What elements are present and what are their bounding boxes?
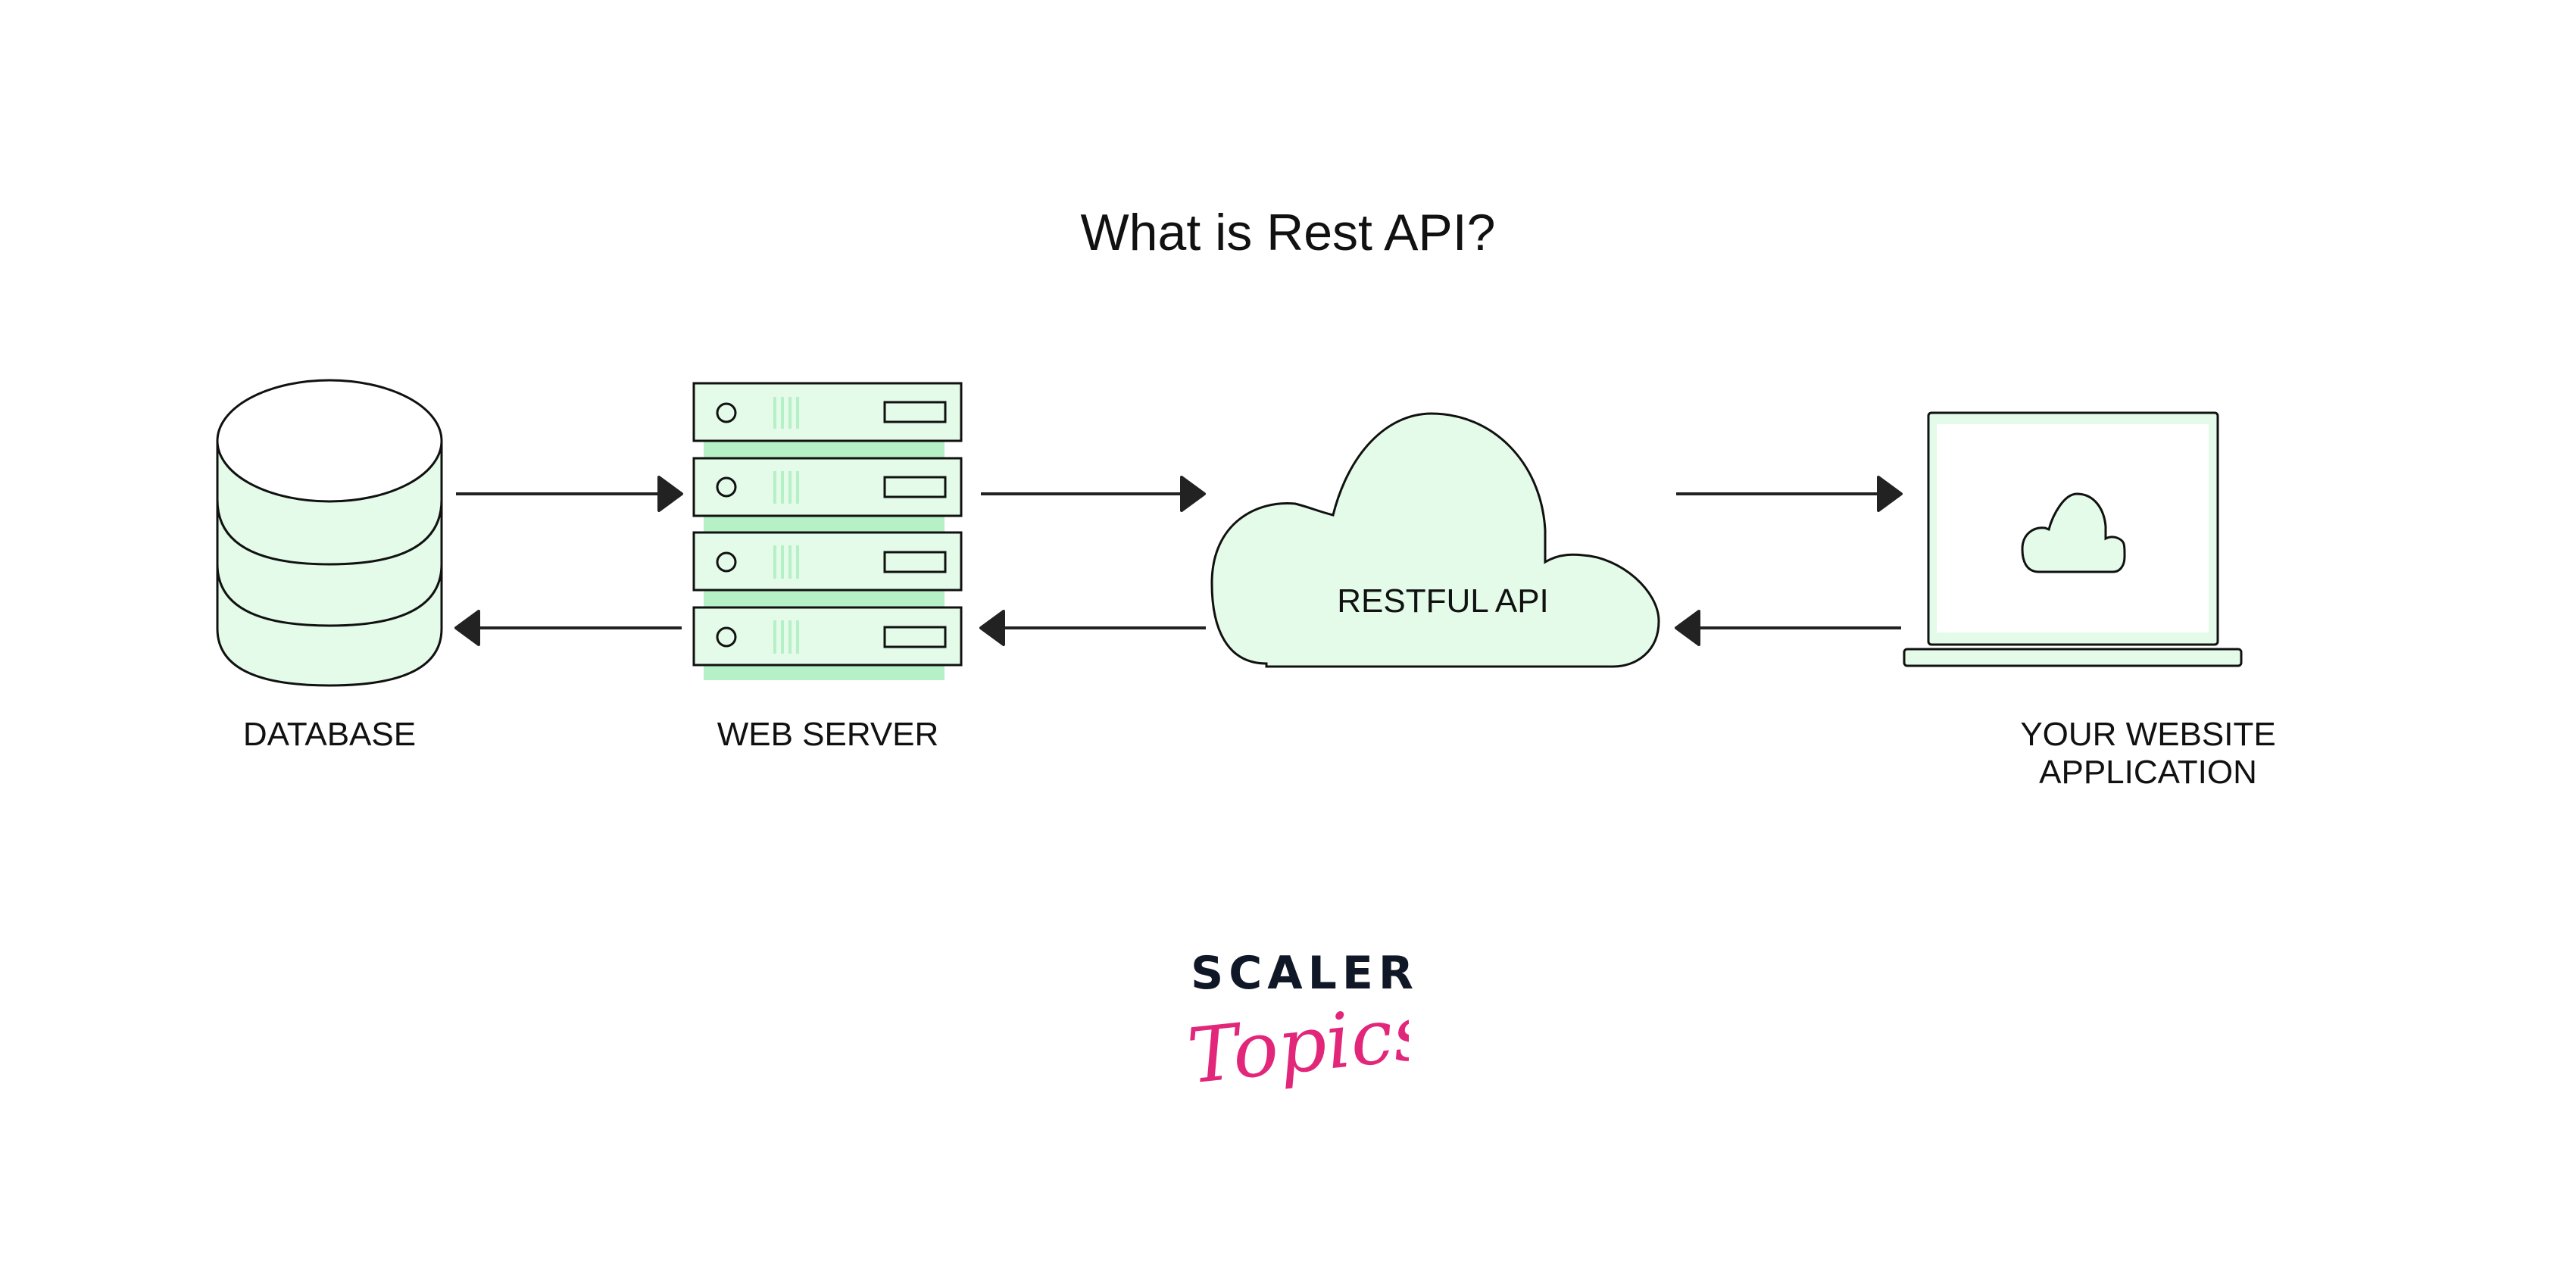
database-label: DATABASE: [242, 716, 417, 753]
logo-scaler-text: SCALER: [1191, 947, 1419, 1000]
database-icon: [216, 379, 443, 687]
server-unit: [692, 531, 963, 592]
cloud-icon: RESTFUL API: [1210, 412, 1660, 668]
server-unit: [692, 382, 963, 442]
logo-topics-script: Topics: [1184, 987, 1409, 1101]
server-unit: [692, 457, 963, 517]
website-label: YOUR WEBSITE APPLICATION: [1959, 716, 2337, 792]
server-unit: [692, 606, 963, 667]
web-server-label: WEB SERVER: [717, 716, 939, 753]
arrow-website-to-api: [1675, 610, 1901, 646]
page-title: What is Rest API?: [1080, 204, 1496, 261]
arrow-server-to-database: [454, 610, 682, 646]
small-cloud-icon: [2021, 492, 2126, 573]
arrow-api-to-server: [979, 610, 1206, 646]
website-label-line2: APPLICATION: [2039, 754, 2257, 791]
logo-topics-text: Topics: [1184, 987, 1409, 1101]
arrow-server-to-api: [981, 476, 1206, 512]
website-label-line1: YOUR WEBSITE: [2020, 716, 2276, 753]
scaler-topics-logo: SCALER Topics: [1182, 947, 1413, 1136]
restful-api-label: RESTFUL API: [1337, 582, 1549, 620]
laptop-icon: [1903, 411, 2243, 667]
arrow-api-to-website: [1676, 476, 1903, 512]
arrow-database-to-server: [456, 476, 683, 512]
web-server-icon: [692, 382, 963, 680]
